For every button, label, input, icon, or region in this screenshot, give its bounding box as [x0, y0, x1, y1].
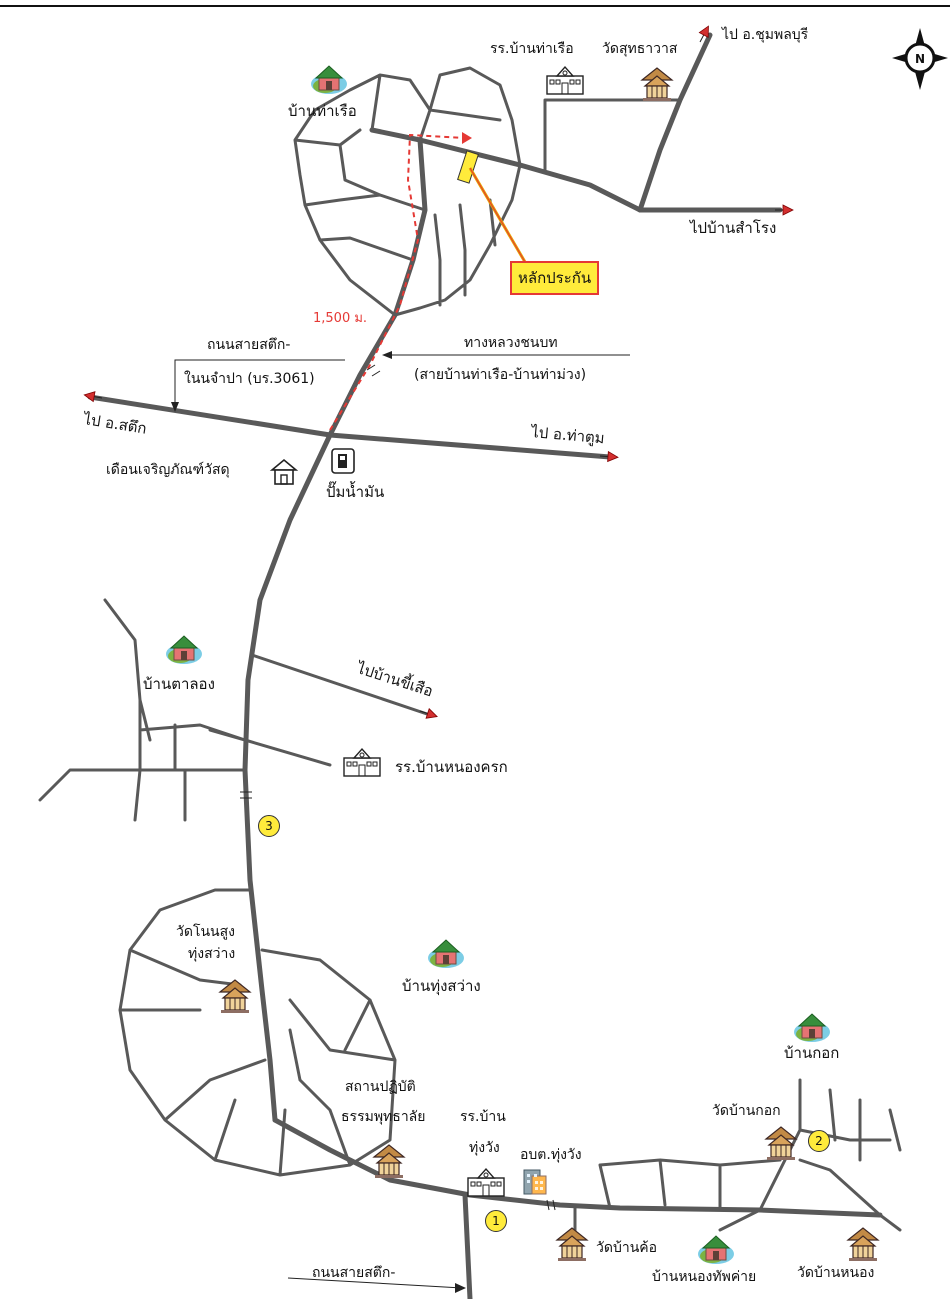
- label-road-satuek-1: ถนนสายสตึก-: [207, 337, 291, 353]
- label-to-ban-samrong: ไปบ้านสำโรง: [690, 219, 777, 237]
- marker-2: 2: [808, 1130, 830, 1152]
- road-thungwang: [272, 1117, 883, 1218]
- office-icon: [523, 1169, 547, 1195]
- label-wat-non-sung-2: ทุ่งสว่าง: [188, 946, 236, 962]
- label-store: เดือนเจริญภัณฑ์วัสดุ: [106, 462, 230, 478]
- nonsung-ring-road: [118, 888, 397, 1177]
- label-gas-station: ปั๊มน้ำมัน: [326, 483, 385, 501]
- label-dhamma-2: ธรรมพุทธาลัย: [341, 1109, 426, 1125]
- label-school-tha-ruea: รร.บ้านท่าเรือ: [490, 41, 574, 57]
- label-ban-thung-sawang: บ้านทุ่งสว่าง: [402, 977, 481, 995]
- road-to-khisuea: [250, 653, 432, 717]
- label-wat-ban-kho: วัดบ้านค้อ: [596, 1240, 658, 1256]
- road-to-chumphon: [637, 32, 713, 213]
- school-icon: [546, 66, 584, 95]
- label-to-chumphon-buri: ไป อ.ชุมพลบุรี: [722, 27, 809, 43]
- annotation-leaders: [171, 351, 630, 1293]
- route-arrowhead: [462, 132, 472, 144]
- house-icon: [793, 1013, 831, 1043]
- label-rural-road-1: ทางหลวงชนบท: [464, 335, 558, 351]
- label-dhamma-1: สถานปฏิบัติ: [345, 1079, 416, 1095]
- road-to-satuek: [87, 394, 333, 438]
- label-sao-thung-wang: อบต.ทุ่งวัง: [520, 1147, 582, 1163]
- label-wat-sutthawas: วัดสุทธาวาส: [602, 41, 678, 57]
- gas-station-icon: [331, 448, 355, 474]
- temple-icon: [641, 67, 673, 102]
- label-ban-kok: บ้านกอก: [784, 1044, 840, 1062]
- talong-village-roads: [38, 598, 332, 822]
- label-ban-nong-thap-khai: บ้านหนองทัพค่าย: [652, 1269, 757, 1285]
- marker-3: 3: [258, 815, 280, 837]
- compass-n-label: N: [915, 52, 925, 66]
- bridge-marks: [240, 364, 556, 1211]
- label-school-thung-wang-2: ทุ่งวัง: [469, 1140, 500, 1156]
- road-south: [462, 1192, 473, 1299]
- road-to-thatum: [327, 432, 613, 460]
- label-ban-tha-ruea: บ้านท่าเรือ: [288, 102, 357, 120]
- house-icon: [697, 1235, 735, 1265]
- label-wat-ban-nong: วัดบ้านหนอง: [797, 1265, 875, 1281]
- label-rural-road-2: (สายบ้านท่าเรือ-บ้านท่าม่วง): [414, 367, 587, 383]
- compass-icon: N: [892, 28, 948, 90]
- road-to-samrong: [369, 127, 783, 213]
- house-icon: [165, 635, 203, 665]
- label-wat-ban-kok: วัดบ้านกอก: [712, 1103, 781, 1119]
- temple-icon: [373, 1144, 405, 1179]
- arrow-to-khisuea: [417, 705, 440, 722]
- house-icon: [310, 65, 348, 95]
- label-distance: 1,500 ม.: [313, 311, 368, 326]
- label-school-thung-wang-1: รร.บ้าน: [460, 1109, 506, 1125]
- collateral-plot: [457, 150, 479, 184]
- road-to-school-tharuea: [543, 98, 682, 172]
- marker-1: 1: [485, 1210, 507, 1232]
- route-dashed: [329, 133, 466, 431]
- temple-icon: [847, 1227, 879, 1262]
- label-wat-non-sung-1: วัดโนนสูง: [176, 924, 235, 940]
- temple-icon: [765, 1126, 797, 1161]
- bankok-roads: [573, 1078, 902, 1242]
- label-road-satuek-bottom: ถนนสายสตึก-: [312, 1265, 396, 1281]
- arrow-to-thatum: [599, 450, 619, 463]
- label-road-satuek-2: ในนจำปา (บร.3061): [184, 371, 315, 387]
- store-icon: [271, 459, 297, 485]
- tharuea-village-roads: [293, 66, 522, 317]
- house-icon: [427, 939, 465, 969]
- label-school-nong-khrok: รร.บ้านหนองครก: [395, 758, 508, 776]
- label-ban-ta-long: บ้านตาลอง: [143, 675, 215, 693]
- temple-icon: [556, 1227, 588, 1262]
- callout-collateral: หลักประกัน: [510, 261, 600, 295]
- arrow-to-samrong: [774, 204, 794, 216]
- school-icon: [467, 1168, 505, 1197]
- school-icon: [343, 748, 381, 777]
- temple-icon: [219, 979, 251, 1014]
